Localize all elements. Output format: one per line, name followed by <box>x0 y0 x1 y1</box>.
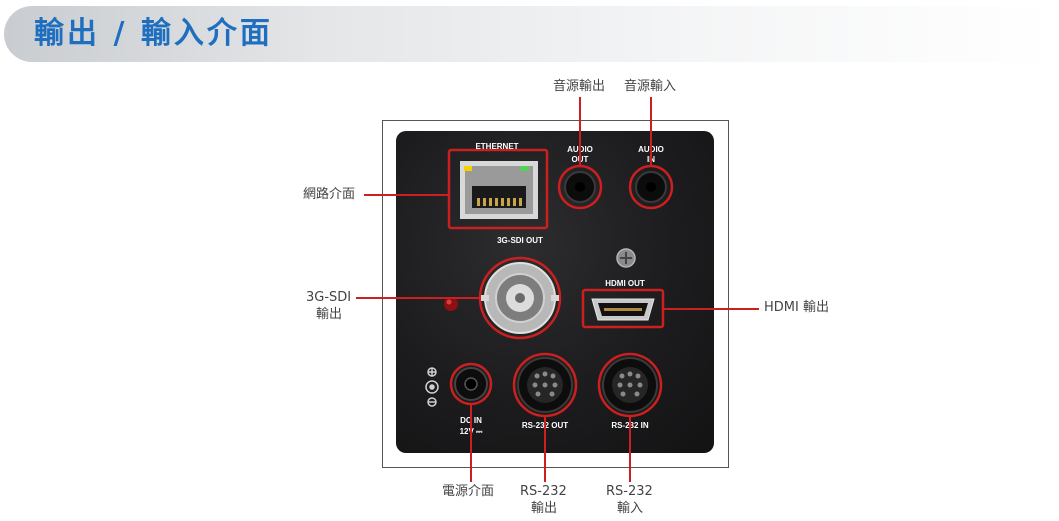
callout-line-power <box>470 404 472 482</box>
sdi-out-label: 3G-SDI OUT <box>497 236 543 245</box>
callout-line-rs232-out <box>544 416 546 482</box>
callout-rs232-in-line2: 輸入 <box>617 501 644 516</box>
callout-line-network <box>364 194 449 196</box>
audio-out-jack <box>557 164 603 210</box>
audio-in-jack <box>628 164 674 210</box>
status-led <box>444 297 458 311</box>
callout-network: 網路介面 <box>303 187 356 202</box>
callout-sdi-line2: 輸出 <box>316 307 343 322</box>
callout-sdi-line1: 3G-SDI <box>306 290 352 305</box>
hdmi-port <box>581 288 665 329</box>
callout-audio-in: 音源輸入 <box>624 79 677 94</box>
ground-screw <box>616 248 636 268</box>
sdi-bnc-connector <box>478 256 562 340</box>
hdmi-out-label: HDMI OUT <box>605 279 645 288</box>
callout-audio-out: 音源輸出 <box>553 79 606 94</box>
callout-line-hdmi <box>663 308 759 310</box>
callout-line-rs232-in <box>629 416 631 482</box>
callout-rs232-out-line1: RS-232 <box>520 484 567 499</box>
callout-rs232-in-line1: RS-232 <box>606 484 653 499</box>
ethernet-port <box>447 148 549 230</box>
rs232-out-port <box>512 352 578 418</box>
callout-line-audio-in <box>650 97 652 166</box>
dc-in-jack <box>449 362 493 406</box>
header-banner <box>4 6 1056 62</box>
page-title: 輸出 / 輸入介面 <box>34 16 273 51</box>
callout-line-audio-out <box>579 97 581 166</box>
callout-rs232-out-line2: 輸出 <box>531 501 558 516</box>
callout-power: 電源介面 <box>442 484 495 499</box>
rs232-in-port <box>597 352 663 418</box>
ethernet-label: ETHERNET <box>475 142 519 151</box>
dc-polarity-icon <box>425 367 439 407</box>
callout-hdmi: HDMI 輸出 <box>764 300 829 315</box>
callout-line-sdi <box>356 297 481 299</box>
